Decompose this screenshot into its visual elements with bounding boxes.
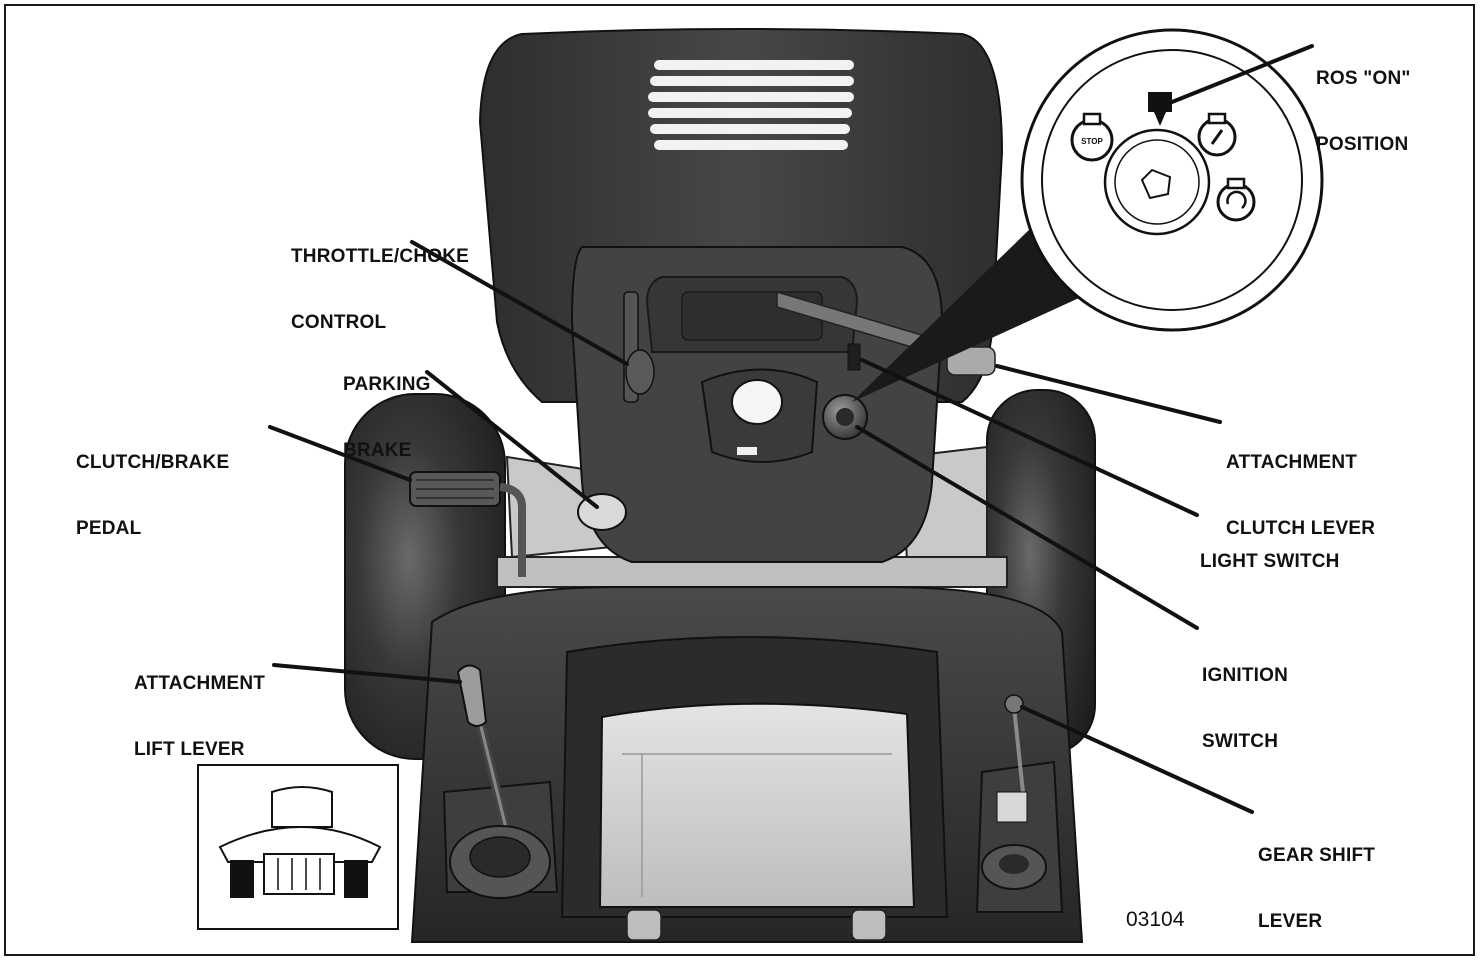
label-line: LIFT LEVER (134, 739, 245, 760)
inset-thumbnail (197, 764, 399, 930)
start-icon (1216, 177, 1256, 222)
label-line: LEVER (1258, 911, 1323, 932)
label-line: CLUTCH LEVER (1226, 518, 1376, 539)
gear-shift-lever (975, 694, 1064, 913)
hood-grille (648, 60, 854, 150)
label-clutch-brake: CLUTCH/BRAKE PEDAL (76, 408, 229, 584)
label-line: ATTACHMENT (134, 673, 266, 694)
attachment-lift-lever (442, 664, 559, 899)
label-parking-brake: PARKING BRAKE (343, 330, 431, 506)
label-line: PARKING (343, 374, 431, 395)
label-ignition-switch: IGNITION SWITCH (1202, 621, 1288, 797)
figure-id: 03104 (1126, 908, 1185, 931)
label-line: BRAKE (343, 440, 412, 461)
label-line: CONTROL (291, 312, 387, 333)
label-line: PEDAL (76, 518, 142, 539)
label-line: ROS "ON" (1316, 68, 1411, 89)
label-light-switch: LIGHT SWITCH (1200, 507, 1340, 617)
seat-springs (626, 909, 887, 941)
label-line: CLUTCH/BRAKE (76, 452, 230, 473)
label-line: IGNITION (1202, 665, 1289, 686)
seat (560, 636, 949, 918)
figure-frame: STOP (4, 4, 1475, 956)
svg-text:STOP: STOP (1081, 137, 1103, 146)
ros-on-icon (1148, 92, 1172, 126)
label-line: SWITCH (1202, 731, 1279, 752)
run-icon (1197, 112, 1237, 157)
light-switch-part (847, 343, 861, 371)
label-line: LIGHT SWITCH (1200, 551, 1340, 572)
ignition-dial-closeup: STOP (1020, 28, 1324, 332)
mower-illustration: STOP (197, 28, 1324, 943)
label-gear-shift: GEAR SHIFT LEVER (1258, 801, 1376, 954)
label-line: GEAR SHIFT (1258, 845, 1376, 866)
label-attachment-clutch: ATTACHMENT CLUTCH LEVER (1226, 408, 1375, 584)
zoom-wedge (852, 227, 1092, 402)
label-line: POSITION (1316, 134, 1409, 155)
stop-icon: STOP (1070, 112, 1114, 162)
label-ros-on-position: ROS "ON" POSITION (1316, 24, 1411, 200)
clutch-brake-pedal (409, 471, 526, 577)
ignition-switch-part (822, 394, 868, 440)
throttle-choke-lever (623, 291, 655, 403)
label-throttle-choke: THROTTLE/CHOKE CONTROL (291, 202, 469, 378)
leader-lines (268, 44, 1314, 814)
label-line: ATTACHMENT (1226, 452, 1358, 473)
label-line: THROTTLE/CHOKE (291, 246, 470, 267)
label-attachment-lift: ATTACHMENT LIFT LEVER (134, 629, 265, 805)
